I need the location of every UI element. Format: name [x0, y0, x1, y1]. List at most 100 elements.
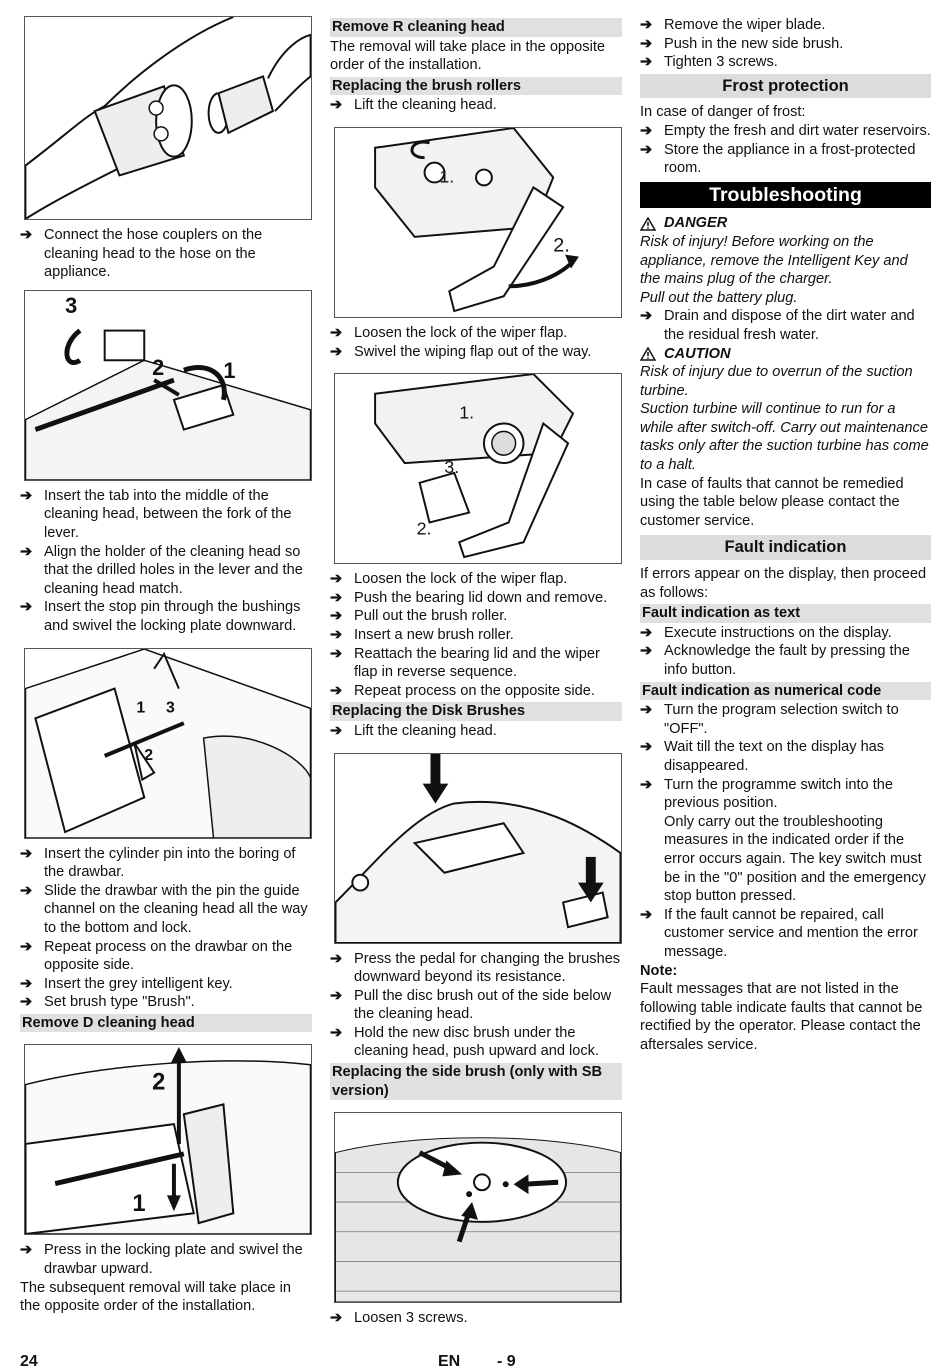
heading-fault-code: Fault indication as numerical code: [640, 681, 931, 701]
label-r2: 2.: [553, 235, 570, 257]
warning-triangle-icon: [640, 216, 656, 231]
steps-roller: ➔Loosen the lock of the wiper flap. ➔Pus…: [330, 570, 622, 700]
disk-brush-drawing: [335, 753, 621, 943]
tab-lever-figure: 3 2 1: [24, 289, 312, 481]
removal-text: The removal will take place in the oppos…: [330, 38, 605, 74]
list-item: ➔Turn the program selection switch to "O…: [640, 702, 899, 737]
caution-label: CAUTION: [664, 345, 731, 362]
label-s3: 3.: [444, 457, 459, 477]
disk-brush-figure: [334, 752, 622, 944]
column-right: ➔Remove the wiper blade. ➔Push in the ne…: [640, 16, 931, 1054]
list-item: ➔Store the appliance in a frost-protecte…: [640, 141, 916, 177]
drawbar-drawing: 1 3 2: [25, 648, 311, 838]
list-item: ➔Turn the programme switch into the prev…: [640, 776, 894, 812]
language-code: EN: [438, 1353, 461, 1370]
drawbar-figure: 1 3 2: [24, 647, 312, 839]
brush-roller-drawing: 1. 3. 2.: [374, 374, 575, 559]
label-c1: 1: [132, 1192, 145, 1218]
list-item: ➔Push in the new side brush.: [640, 35, 844, 52]
list-item: ➔Insert the grey intelligent key.: [20, 975, 233, 992]
danger-label-row: DANGER: [640, 214, 931, 233]
list-item: ➔Push the bearing lid down and remove.: [330, 589, 608, 606]
list-item: ➔Repeat process on the opposite side.: [330, 682, 595, 699]
heading-fault-text: Fault indication as text: [640, 604, 931, 623]
side-brush-drawing: [335, 1113, 621, 1303]
danger-text-2: Pull out the battery plug.: [640, 289, 798, 306]
list-item: ➔Press the pedal for changing the brushe…: [330, 950, 621, 986]
label-s2: 2.: [417, 518, 432, 538]
list-item: ➔Execute instructions on the display.: [640, 624, 892, 641]
list-item: ➔Loosen the lock of the wiper flap.: [330, 324, 568, 341]
list-item: ➔Insert a new brush roller.: [330, 626, 514, 643]
label-b2: 2: [144, 746, 153, 763]
list-item: ➔Insert the stop pin through the bushing…: [20, 599, 301, 634]
note-label: Note:: [640, 962, 678, 979]
heading-remove-d: Remove D cleaning head: [20, 1013, 312, 1033]
list-item: ➔Swivel the wiping flap out of the way.: [330, 343, 592, 360]
step-locking-plate: ➔Press in the locking plate and swivel t…: [20, 1242, 303, 1278]
label-a3: 3: [65, 293, 77, 318]
faults-text: In case of faults that cannot be remedie…: [640, 475, 904, 529]
page-number-left: 24: [20, 1353, 38, 1370]
list-item: ➔Wait till the text on the display has d…: [640, 739, 885, 774]
label-a2: 2: [152, 355, 164, 380]
heading-frost-protection: Frost protection: [640, 73, 931, 99]
fault-intro: If errors appear on the display, then pr…: [640, 566, 927, 601]
remove-d-figure: 2 1: [24, 1044, 312, 1236]
wiper-flap-figure: 1. 2.: [334, 126, 622, 318]
note-text: Fault messages that are not listed in th…: [640, 981, 923, 1053]
column-left: ➔Connect the hose couplers on the cleani…: [20, 16, 312, 1316]
label-c2: 2: [152, 1070, 165, 1096]
list-item: ➔Reattach the bearing lid and the wiper …: [330, 645, 600, 681]
caution-label-row: CAUTION: [640, 345, 931, 364]
brush-roller-figure: 1. 3. 2.: [334, 373, 622, 565]
steps-drawbar: ➔Insert the cylinder pin into the boring…: [20, 845, 312, 1012]
step-hose: ➔Connect the hose couplers on the cleani…: [20, 227, 263, 281]
heading-side-brush: Replacing the side brush (only with SB v…: [330, 1063, 622, 1101]
frost-intro: In case of danger of frost:: [640, 104, 806, 121]
label-b1: 1: [136, 699, 145, 716]
tab-lever-drawing: 3 2 1: [25, 293, 311, 480]
list-item: ➔Empty the fresh and dirt water reservoi…: [640, 122, 931, 139]
heading-disk-brushes: Replacing the Disk Brushes: [330, 702, 622, 721]
list-item: ➔Repeat process on the drawbar on the op…: [20, 938, 293, 974]
label-b3: 3: [166, 699, 175, 716]
steps-tab: ➔Insert the tab into the middle of the c…: [20, 487, 312, 636]
hose-coupler-figure: [24, 16, 312, 220]
caution-text-2: Suction turbine will continue to run for…: [640, 401, 929, 474]
column-middle: Remove R cleaning head The removal will …: [330, 16, 622, 1328]
list-item: ➔Acknowledge the fault by pressing the i…: [640, 643, 910, 678]
page-number-right: - 9: [497, 1353, 516, 1370]
remove-d-drawing: 2 1: [25, 1047, 311, 1235]
label-r1: 1.: [439, 166, 454, 186]
step-lift-2: ➔Lift the cleaning head.: [330, 722, 497, 739]
steps-disk: ➔Press the pedal for changing the brushe…: [330, 950, 622, 1062]
carry-out-text: Only carry out the troubleshooting measu…: [664, 813, 926, 905]
list-item: ➔Insert the cylinder pin into the boring…: [20, 845, 296, 881]
list-item: ➔Remove the wiper blade.: [640, 17, 826, 33]
list-item: ➔Pull out the brush roller.: [330, 608, 508, 625]
list-item: ➔Slide the drawbar with the pin the guid…: [20, 882, 308, 936]
label-s1: 1.: [459, 403, 474, 423]
label-a1: 1: [223, 358, 235, 383]
list-item: ➔Loosen the lock of the wiper flap.: [330, 571, 568, 588]
step-drain: ➔Drain and dispose of the dirt water and…: [640, 308, 915, 343]
list-item: ➔Tighten 3 screws.: [640, 54, 778, 71]
step-cannot-repair: ➔If the fault cannot be repaired, call c…: [640, 906, 918, 960]
danger-label: DANGER: [664, 215, 728, 232]
heading-fault-indication: Fault indication: [640, 535, 931, 561]
list-item: ➔Align the holder of the cleaning head s…: [20, 543, 303, 597]
hose-coupler-drawing: [25, 17, 311, 219]
list-item: ➔Insert the tab into the middle of the c…: [20, 487, 292, 541]
heading-remove-r: Remove R cleaning head: [330, 18, 622, 37]
list-item: ➔Hold the new disc brush under the clean…: [330, 1024, 600, 1060]
step-screws: ➔Loosen 3 screws.: [330, 1310, 468, 1327]
wiper-flap-drawing: 1. 2.: [374, 127, 579, 313]
warning-triangle-icon: [640, 346, 656, 361]
side-brush-figure: [334, 1112, 622, 1304]
caution-text: Risk of injury due to overrun of the suc…: [640, 364, 913, 399]
step-lift: ➔Lift the cleaning head.: [330, 97, 497, 114]
heading-troubleshooting: Troubleshooting: [640, 181, 931, 209]
heading-brush-rollers: Replacing the brush rollers: [330, 76, 622, 96]
danger-text: Risk of injury! Before working on the ap…: [640, 233, 908, 288]
